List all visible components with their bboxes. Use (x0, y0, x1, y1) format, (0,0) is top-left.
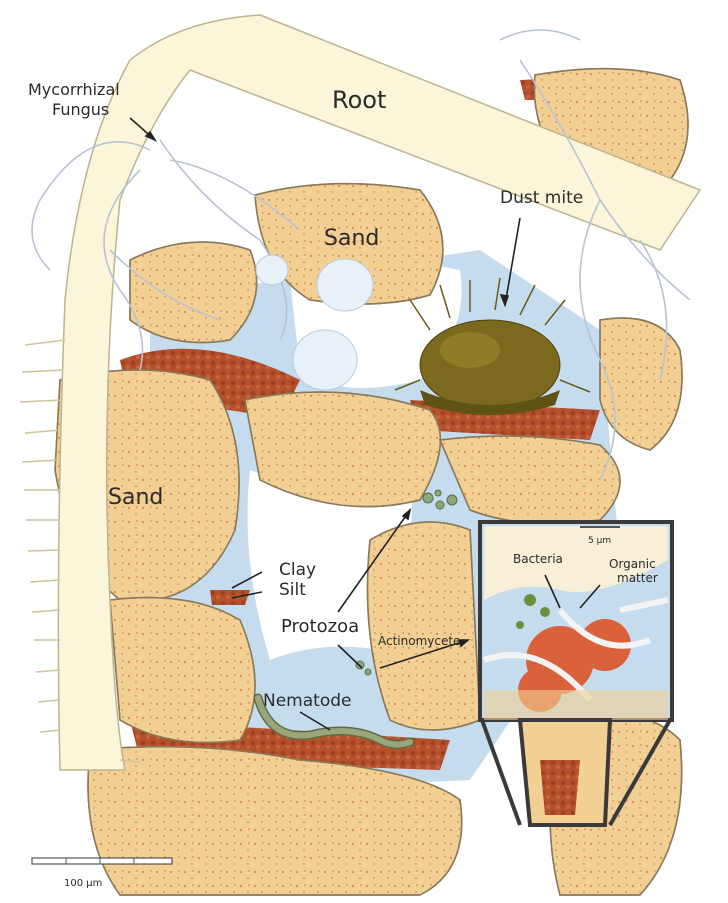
bacteria-label: Bacteria (513, 552, 563, 566)
main-scale-label: 100 µm (64, 878, 102, 889)
scale-bar (32, 858, 172, 864)
mycorrhizal-fungus-label-line2: Fungus (52, 100, 109, 119)
protozoa-label: Protozoa (281, 616, 359, 637)
dust-mite-label: Dust mite (500, 188, 583, 208)
organic-matter-label-line1: Organic (609, 557, 656, 571)
sand-label-left: Sand (108, 485, 163, 510)
inset-scale-label: 5 µm (588, 536, 611, 546)
sand-grain (368, 522, 481, 730)
nematode-label: Nematode (263, 691, 351, 711)
sand-grain (600, 318, 682, 450)
clay-label: Clay (279, 560, 316, 580)
silt-label: Silt (279, 580, 306, 600)
organic-matter-label-line2: matter (617, 571, 658, 585)
actinomycete-label: Actinomycete (378, 634, 460, 648)
sand-grain (110, 598, 255, 743)
mycorrhizal-fungus-label-line1: Mycorrhizal (28, 80, 120, 99)
sand-grain (130, 242, 257, 343)
sand-label-top: Sand (324, 226, 379, 251)
root-label: Root (332, 86, 386, 114)
